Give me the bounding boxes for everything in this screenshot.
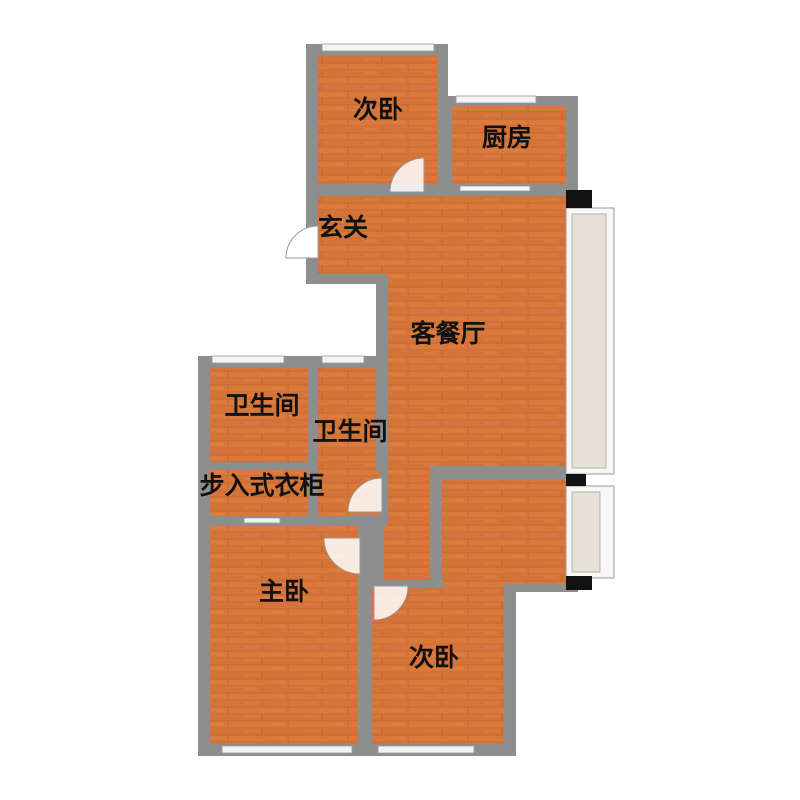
label-living-dining: 客餐厅 (410, 319, 485, 348)
floor-lower-room (442, 480, 566, 584)
floor-closet (210, 470, 308, 518)
label-bathroom-1: 卫生间 (224, 391, 299, 420)
label-walk-in-closet: 步入式衣柜 (199, 471, 324, 500)
room-labels: 次卧 厨房 玄关 客餐厅 卫生间 卫生间 步入式衣柜 主卧 次卧 (199, 95, 532, 672)
doors (285, 157, 425, 621)
windows (211, 43, 537, 754)
floor-bathroom-1 (210, 368, 308, 464)
floor-kitchen (452, 106, 566, 186)
label-bedroom-top: 次卧 (353, 95, 403, 124)
partitions (198, 96, 578, 756)
label-foyer: 玄关 (318, 213, 368, 242)
floor-corridor (384, 468, 430, 580)
floor-foyer (318, 196, 388, 274)
balcony (565, 190, 615, 590)
label-bathroom-2: 卫生间 (312, 417, 387, 446)
label-bedroom-bottom: 次卧 (409, 643, 459, 672)
floors (210, 56, 566, 744)
floor-living-dining (388, 196, 566, 468)
label-kitchen: 厨房 (482, 123, 532, 152)
label-master-bedroom: 主卧 (259, 577, 309, 606)
